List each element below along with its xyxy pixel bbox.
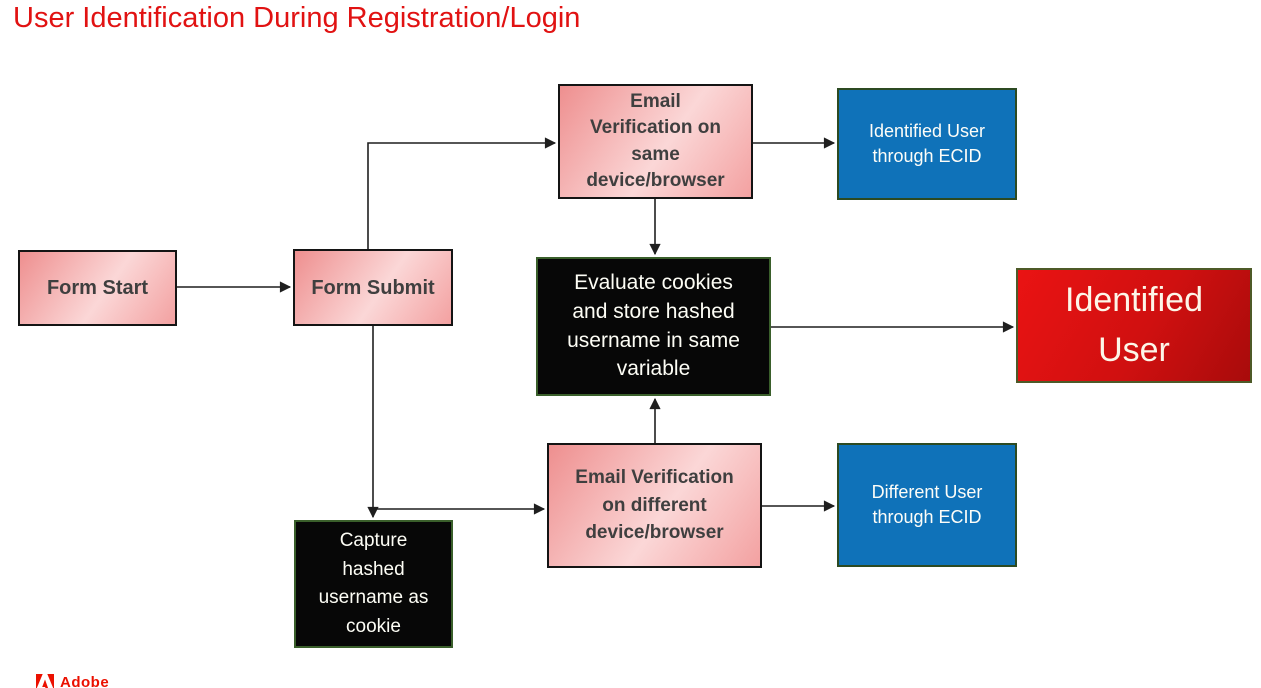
node-capture-hashed-username: Capture hashed username as cookie [294, 520, 453, 648]
adobe-logo: Adobe [36, 672, 109, 688]
node-label: Identified User through ECID [868, 120, 986, 166]
node-label: Evaluate cookies and store hashed userna… [567, 270, 740, 381]
node-different-user-through-ecid: Different User through ECID [837, 443, 1017, 567]
adobe-wordmark: Adobe [60, 674, 110, 688]
node-identified-user: Identified User [1016, 268, 1252, 383]
node-form-submit: Form Submit [293, 249, 453, 326]
node-form-start: Form Start [18, 250, 177, 326]
node-label: Email Verification on same device/browse… [586, 91, 725, 191]
adobe-mark-icon [36, 674, 54, 688]
node-label: Capture hashed username as cookie [318, 530, 429, 637]
connector-form-submit-to-email-same [367, 137, 557, 250]
node-label: Different User through ECID [871, 481, 983, 527]
node-label: Form Start [46, 277, 149, 299]
node-label: Form Submit [311, 276, 435, 299]
node-email-verification-same-device: Email Verification on same device/browse… [558, 84, 753, 199]
node-label: Identified User [1065, 281, 1203, 369]
page-title: User Identification During Registration/… [13, 2, 581, 34]
node-email-verification-different-device: Email Verification on different device/b… [547, 443, 762, 568]
node-label: Email Verification on different device/b… [575, 467, 734, 544]
node-evaluate-cookies: Evaluate cookies and store hashed userna… [536, 257, 771, 396]
node-identified-user-through-ecid: Identified User through ECID [837, 88, 1017, 200]
